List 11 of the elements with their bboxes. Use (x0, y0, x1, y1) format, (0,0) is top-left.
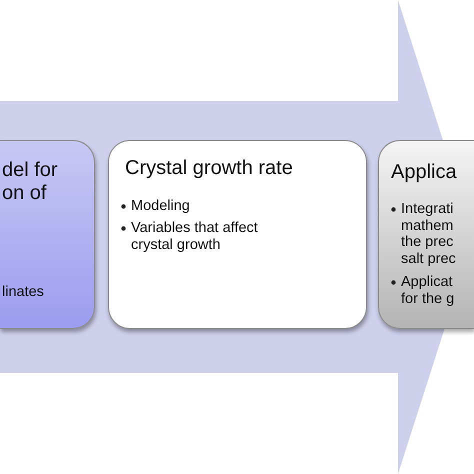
rounded-box (378, 140, 474, 329)
box-heading: Applica (391, 161, 458, 184)
bullet-text: Applicat for the g (401, 274, 456, 308)
box-heading: del for on of (2, 159, 59, 205)
bullet-text: linates (2, 284, 45, 301)
bullet-text: Integrati mathem the prec salt prec (401, 201, 457, 268)
bullet-text: Variables that affect crystal growth (131, 220, 259, 254)
box-heading: Crystal growth rate (125, 157, 294, 180)
bullet-text: Modeling (131, 198, 191, 215)
rounded-box (0, 140, 95, 329)
rounded-box (108, 140, 367, 329)
